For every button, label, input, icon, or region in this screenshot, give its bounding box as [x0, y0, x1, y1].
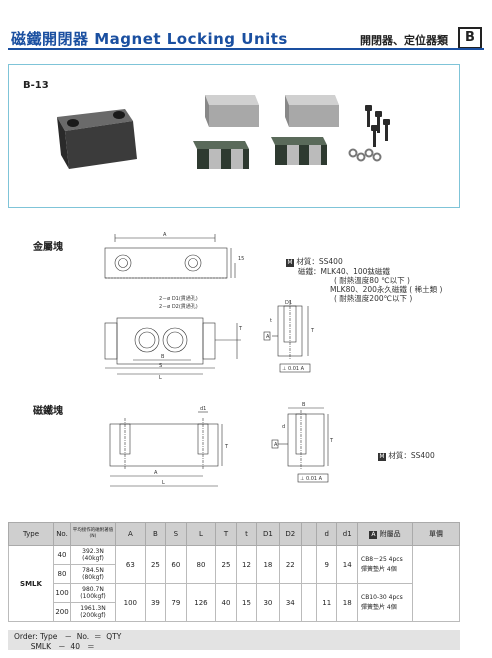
washers-photo	[348, 148, 382, 162]
header-rule	[8, 48, 484, 50]
mag-side-d: d	[282, 424, 285, 430]
dim-15: 15	[238, 256, 244, 262]
product-photo	[57, 95, 390, 169]
order-line-1: Order: Type － No. ＝ QTY	[14, 632, 122, 641]
metal-material-notes: M 材質：SS400 磁鐵：MLK40、100鈦磁鐵 ( 耐熱溫度80 ℃以下 …	[286, 257, 443, 303]
magnet-set-photo-1	[193, 95, 259, 169]
material-icon-2: M	[378, 453, 386, 461]
product-photo-panel	[8, 64, 460, 208]
side-t: T	[310, 328, 315, 334]
accessory-icon: A	[369, 531, 378, 539]
metal-block-photo	[57, 109, 137, 169]
hole-note-1: 2－ø D1(貫通孔)	[159, 295, 198, 302]
mag-side-gdt: ⊥ 0.01 A	[300, 476, 323, 482]
table-row: 80 784.5N(80kgf)	[9, 564, 460, 584]
model-code: B-13	[23, 80, 49, 91]
table-row: 200 1961.3N(200kgf)	[9, 602, 460, 622]
dim-b: B	[161, 354, 165, 360]
mag-side-ref: A	[274, 442, 278, 448]
dim-a: A	[163, 232, 167, 238]
table-header-row: Type No. 平均接作的磁附著值(N) A B S L T t D1 D2 …	[8, 522, 460, 546]
table-row: 100 980.7N(100kgf) 100 39 79 126 40 15 3…	[9, 583, 460, 622]
mag-dim-a: A	[154, 470, 158, 476]
magnet-material-notes: M 材質：SS400	[378, 451, 435, 461]
metal-block-side-view: A ⊥ 0.01 A D1 T t	[263, 300, 315, 373]
material-icon: M	[286, 259, 294, 267]
mag-side-t: T	[329, 438, 334, 444]
mag-dim-t: T	[224, 444, 229, 450]
dim-t: T	[238, 326, 243, 332]
price-cell	[412, 545, 460, 622]
section-badge: B	[458, 27, 482, 49]
magnet-block-side-view: B d A T ⊥ 0.01 A	[271, 402, 334, 483]
order-example	[8, 630, 460, 650]
screws-photo	[365, 105, 390, 147]
magnet-set-photo-2	[271, 95, 339, 165]
magnet-block-drawing: d1 A L T	[109, 406, 229, 487]
category-label: 開閉器、定位器類	[360, 34, 448, 47]
mag-dim-d1: d1	[200, 406, 206, 412]
magnet-block-heading: 磁鐵塊	[33, 406, 63, 417]
metal-block-drawing: A 15 2－ø D1(貫通孔) 2－ø D2(貫通孔) B S L T	[104, 232, 244, 380]
order-line-2: SMLK － 40 ＝	[14, 642, 95, 651]
dim-s: S	[159, 363, 162, 369]
side-t-small: t	[270, 318, 272, 324]
side-gdt: ⊥ 0.01 A	[282, 366, 305, 372]
dim-l: L	[159, 375, 162, 380]
page-title: 磁鐵開閉器 Magnet Locking Units	[11, 30, 288, 48]
side-d1: D1	[285, 300, 292, 306]
metal-block-heading: 金屬塊	[33, 242, 63, 253]
side-ref-a: A	[266, 334, 270, 340]
spec-table: Type No. 平均接作的磁附著值(N) A B S L T t D1 D2 …	[8, 522, 460, 622]
table-row: SMLK 40 392.3N(40kgf) 63 25 60 80 25 12 …	[8, 545, 460, 622]
mag-dim-l: L	[162, 480, 165, 486]
mag-side-b: B	[302, 402, 306, 408]
hole-note-2: 2－ø D2(貫通孔)	[159, 303, 198, 310]
